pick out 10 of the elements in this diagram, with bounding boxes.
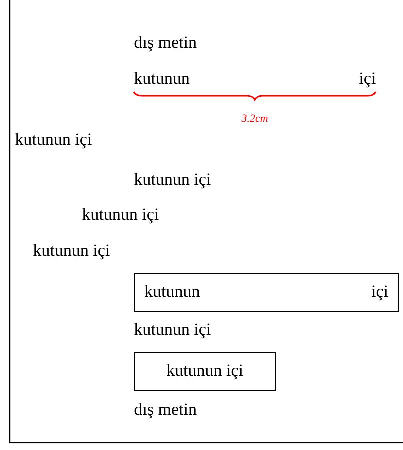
text: kutunun içi (34, 244, 110, 260)
text: kutunun içi (16, 133, 92, 149)
text: dış metin (134, 36, 197, 52)
text: kutunun içi (134, 173, 211, 189)
text: kutunun içi (134, 72, 376, 88)
text-box: kutunun içi (134, 352, 276, 391)
text: kutunun içi (82, 208, 159, 224)
text: kutunun içi (134, 323, 211, 339)
dimension-label: 3.2cm (242, 114, 268, 122)
text-box: kutunun içi (134, 273, 399, 312)
